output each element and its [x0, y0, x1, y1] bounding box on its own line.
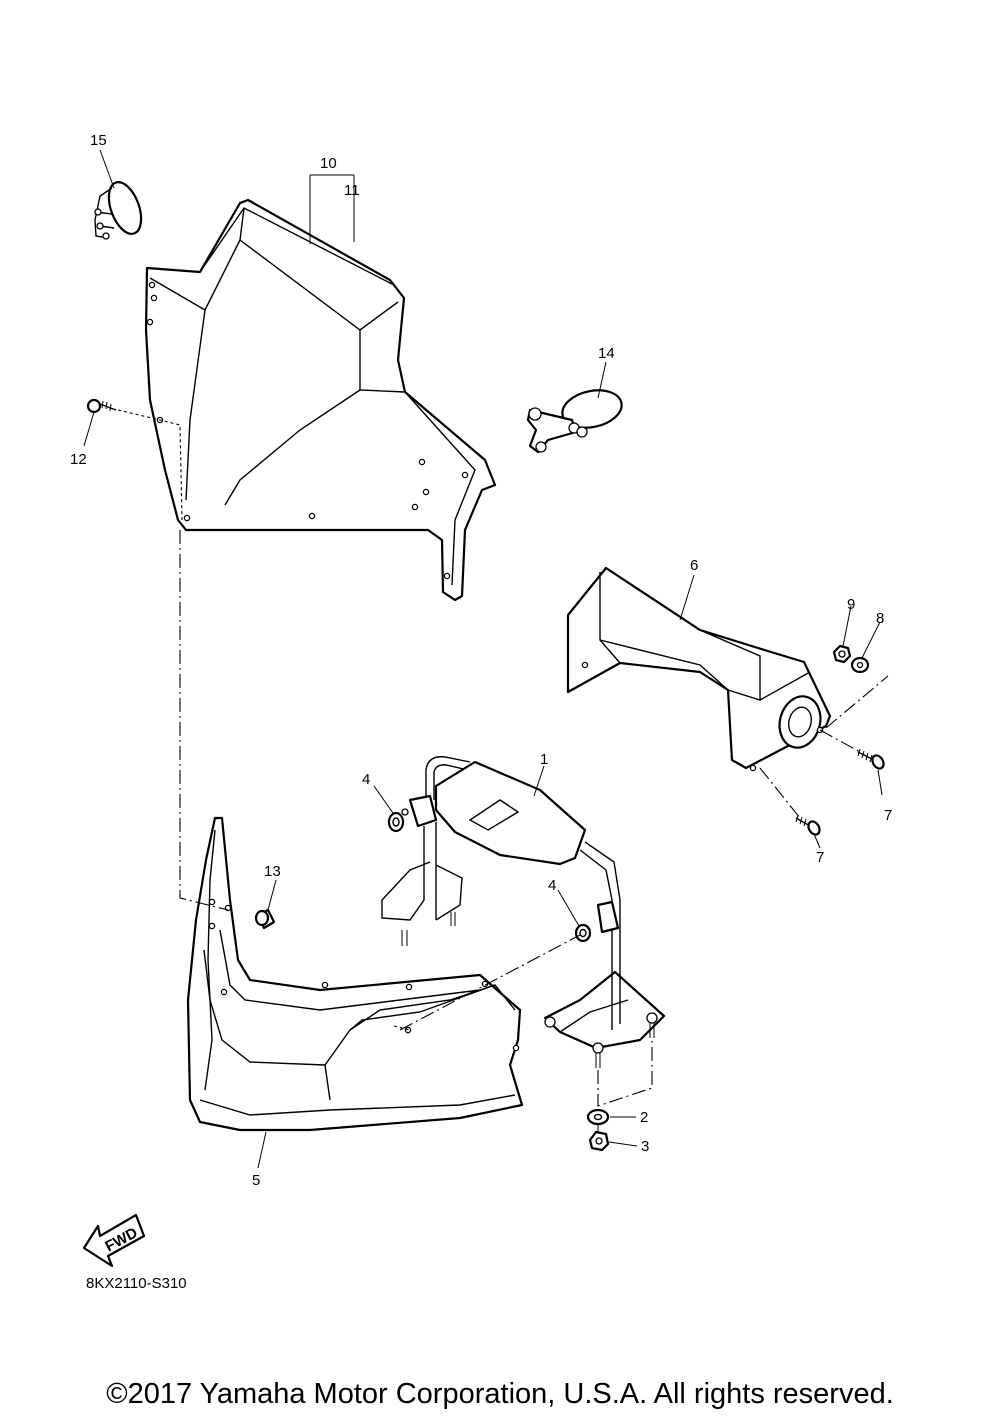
grommet-13 — [254, 908, 276, 930]
callout-1: 1 — [540, 751, 548, 768]
callout-9: 9 — [847, 596, 855, 613]
bolt-7-upper — [857, 748, 885, 770]
callout-11: 11 — [344, 182, 360, 199]
lower-cowling-part — [186, 816, 524, 1132]
callout-7-lower: 7 — [816, 849, 824, 866]
bolt-7-lower — [795, 814, 821, 836]
callout-10: 10 — [320, 155, 337, 172]
nut-3 — [588, 1130, 610, 1152]
callout-4-upper: 4 — [362, 771, 370, 788]
copyright-notice: ©2017 Yamaha Motor Corporation, U.S.A. A… — [106, 1378, 894, 1410]
callout-15: 15 — [90, 132, 107, 149]
leader-lines — [83, 149, 883, 1169]
callout-12: 12 — [70, 451, 87, 468]
callout-3: 3 — [641, 1138, 649, 1155]
callout-2: 2 — [640, 1109, 648, 1126]
fwd-arrow-icon: FWD — [82, 1213, 146, 1268]
mirror-left-part — [94, 181, 143, 240]
washer-8 — [850, 656, 870, 674]
callout-5: 5 — [252, 1172, 260, 1189]
callout-6: 6 — [690, 557, 698, 574]
grommet-4-lower — [574, 923, 592, 943]
assembly-lines — [117, 409, 889, 1132]
side-panel-part — [566, 566, 832, 772]
callout-14: 14 — [598, 345, 615, 362]
diagram-code: 8KX2110-S310 — [86, 1275, 187, 1292]
stay-bracket-part — [381, 756, 666, 1068]
washer-2 — [586, 1108, 610, 1126]
nut-9 — [832, 644, 852, 664]
callout-7-upper: 7 — [884, 807, 892, 824]
callout-13: 13 — [264, 863, 281, 880]
grommet-4-upper — [387, 811, 405, 833]
windshield-part — [144, 198, 497, 602]
callout-4-lower: 4 — [548, 877, 556, 894]
callout-8: 8 — [876, 610, 884, 627]
screw-12 — [86, 398, 117, 414]
mirror-right-part — [526, 389, 623, 454]
